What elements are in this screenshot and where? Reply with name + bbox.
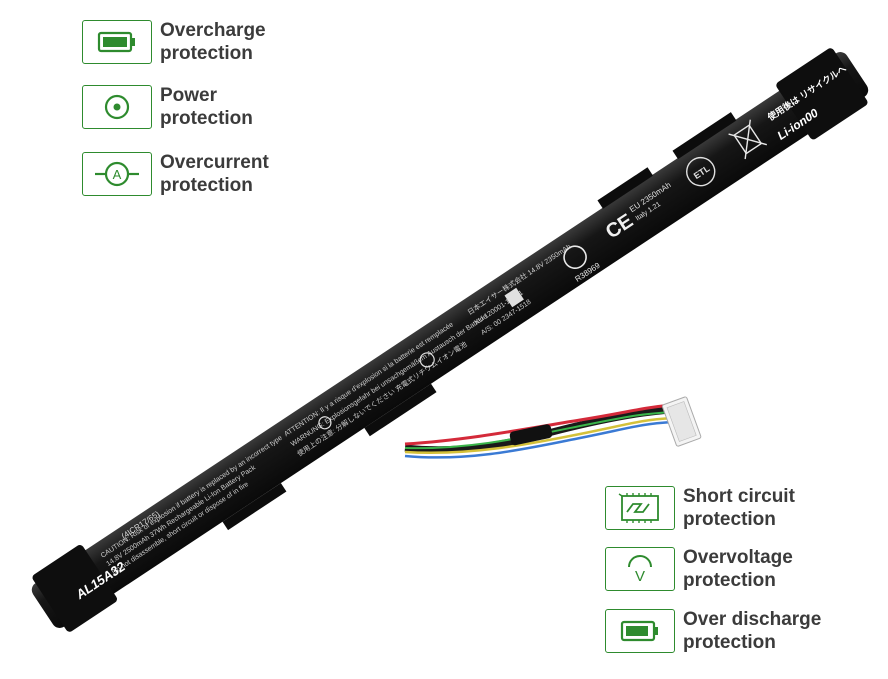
feature-label: Overcurrent protection xyxy=(160,152,269,196)
icon-box: V xyxy=(605,547,675,591)
feature-overcurrent: A Overcurrent protection xyxy=(82,151,269,197)
feature-label: Overvoltage protection xyxy=(683,547,793,591)
battery-body: CAUTION: Risk of explosion if battery is… xyxy=(31,48,869,632)
circuit-board-icon xyxy=(618,493,659,523)
battery-low-icon xyxy=(620,620,658,642)
feature-label: Over discharge protection xyxy=(683,609,822,653)
icon-box xyxy=(82,20,152,64)
feature-overvoltage: V Overvoltage protection xyxy=(605,546,793,592)
svg-text:WARNUNG: Explosionsgefahr bei: WARNUNG: Explosionsgefahr bei unsachgemä… xyxy=(290,313,489,448)
feature-power: Power protection xyxy=(82,84,253,130)
ammeter-icon: A xyxy=(95,161,139,187)
icon-box: A xyxy=(82,152,152,196)
battery-full-icon xyxy=(97,31,135,53)
svg-text:A: A xyxy=(113,167,122,182)
battery-connector xyxy=(661,396,702,447)
svg-text:V: V xyxy=(635,568,645,585)
feature-over-discharge: Over discharge protection xyxy=(605,608,821,654)
feature-label: Overcharge protection xyxy=(160,20,266,64)
power-icon xyxy=(104,94,130,120)
battery-wires xyxy=(404,403,673,459)
icon-box xyxy=(605,609,675,653)
icon-box xyxy=(82,85,152,129)
feature-overcharge: Overcharge protection xyxy=(82,19,266,65)
voltage-icon: V xyxy=(628,555,652,585)
feature-label: Short circuit protection xyxy=(683,486,795,530)
feature-short-circuit: Short circuit protection xyxy=(605,485,795,531)
icon-box xyxy=(605,486,675,530)
feature-label: Power protection xyxy=(160,85,253,129)
